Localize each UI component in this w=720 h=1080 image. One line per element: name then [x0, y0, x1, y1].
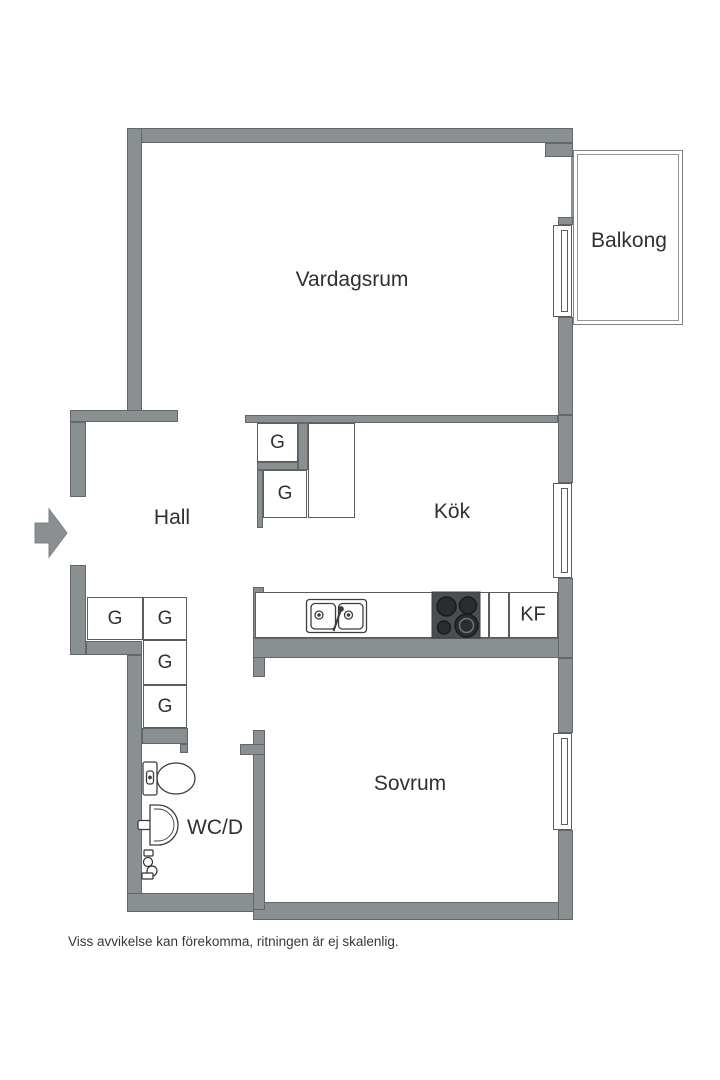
- balcony-outline: [573, 150, 683, 325]
- room-label-sovrum: Sovrum: [373, 772, 447, 795]
- kitchen-counter: [255, 592, 558, 638]
- wall-top-right-step: [545, 143, 573, 157]
- balcony-inner-line: [577, 154, 679, 321]
- hall-closet-2: G: [143, 597, 187, 640]
- wall-wc-bedroom: [253, 730, 265, 910]
- closet-label: G: [157, 695, 173, 717]
- hall-closet-3: G: [143, 640, 187, 685]
- closet-label: G: [157, 651, 173, 673]
- wall-balcony-edge-line: [571, 157, 574, 217]
- wall-closet1-bottom: [257, 462, 298, 470]
- wall-bedroom-bottom: [253, 902, 573, 920]
- bedroom-window-sash: [561, 738, 568, 825]
- room-label-balkong: Balkong: [591, 229, 667, 252]
- room-label-hall: Hall: [153, 506, 191, 529]
- kitchen-closet-1: G: [257, 423, 298, 462]
- kitchen-window-icon: [553, 483, 572, 578]
- room-label-wcd: WC/D: [187, 816, 243, 839]
- fridge-freezer-label: KF: [520, 603, 546, 626]
- floor-drain-icon: [141, 849, 158, 880]
- wall-wc-top: [142, 728, 188, 744]
- closet-label: G: [157, 607, 173, 629]
- hall-closet-1: G: [87, 597, 143, 640]
- wall-closet1-right: [298, 423, 308, 470]
- wall-wc-top-ext: [180, 744, 188, 753]
- toilet-icon: [142, 761, 196, 796]
- washbasin-icon: [137, 804, 179, 846]
- wall-balcony-door-stub: [558, 217, 573, 225]
- entry-arrow-icon: [34, 507, 68, 559]
- wall-top: [127, 128, 573, 143]
- balcony-door-icon: [553, 225, 572, 317]
- wall-entry-lower: [70, 565, 86, 655]
- wall-wc-door-stub: [240, 744, 265, 755]
- room-label-vardagsrum: Vardagsrum: [295, 268, 409, 291]
- wall-livingroom-right: [558, 317, 573, 415]
- kitchen-window-sash: [561, 488, 568, 573]
- disclaimer-text: Viss avvikelse kan förekomma, ritningen …: [68, 934, 399, 949]
- closet-label: G: [277, 483, 293, 504]
- wall-hall-step: [86, 641, 142, 655]
- wall-wc-left: [127, 655, 142, 912]
- wall-kitchen-right-lower: [558, 578, 573, 658]
- wall-bedroom-right-upper: [558, 658, 573, 733]
- kitchen-closet-2: G: [263, 470, 307, 518]
- kitchen-side-unit: [308, 423, 355, 518]
- counter-divider-1: [488, 593, 490, 637]
- wall-kitchen-top: [245, 415, 558, 423]
- wall-bedroom-left-upper: [253, 655, 265, 677]
- room-label-kok: Kök: [433, 500, 471, 523]
- wall-bedroom-right-lower: [558, 830, 573, 920]
- wall-kitchen-bottom: [253, 638, 573, 658]
- wall-hall-top: [70, 410, 178, 422]
- balcony-door-sash: [561, 230, 568, 312]
- counter-divider-2: [508, 593, 510, 637]
- wall-livingroom-left: [127, 128, 142, 412]
- hall-closet-4: G: [143, 685, 187, 728]
- wall-closet2-left: [257, 470, 263, 528]
- closet-label: G: [270, 431, 285, 453]
- wall-wc-bottom: [127, 893, 258, 912]
- wall-kitchen-right-upper: [558, 415, 573, 483]
- bedroom-window-icon: [553, 733, 572, 830]
- closet-label: G: [107, 607, 123, 629]
- wall-entry-upper: [70, 422, 86, 497]
